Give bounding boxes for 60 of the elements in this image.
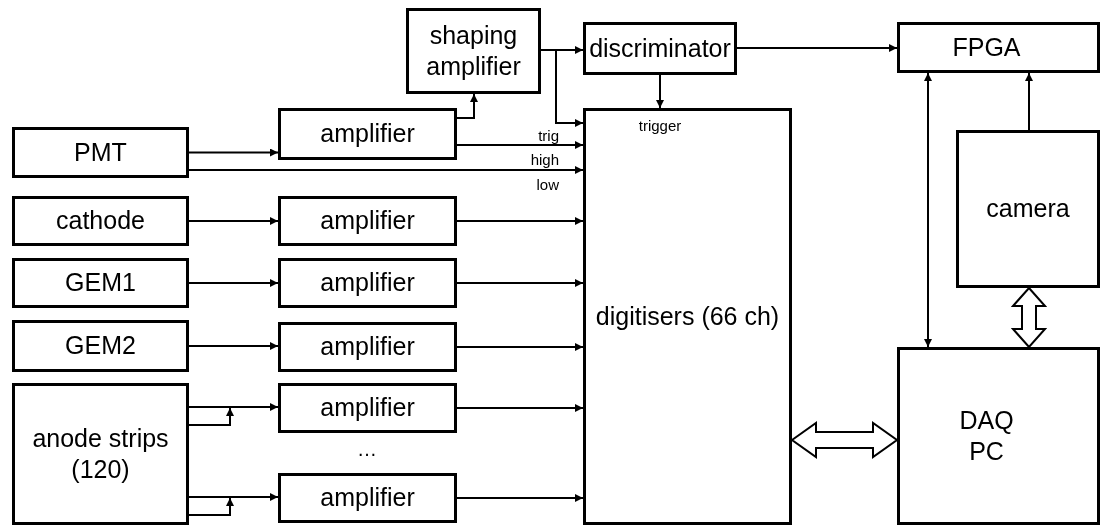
block-label: amplifier bbox=[320, 118, 415, 150]
arrow bbox=[1025, 72, 1033, 131]
arrow bbox=[188, 342, 279, 350]
block-label: shaping amplifier bbox=[425, 19, 522, 82]
arrow bbox=[188, 493, 279, 501]
block bbox=[278, 258, 457, 308]
block bbox=[12, 383, 189, 525]
block-label: digitisers (66 ch) bbox=[595, 300, 780, 332]
arrow bbox=[456, 494, 584, 502]
block bbox=[583, 108, 792, 525]
block-label: camera bbox=[986, 193, 1070, 225]
block bbox=[897, 22, 1100, 73]
block-label: amplifier bbox=[320, 331, 415, 363]
block bbox=[12, 320, 189, 372]
arrow bbox=[924, 72, 932, 348]
arrow bbox=[188, 403, 279, 411]
block bbox=[956, 130, 1100, 288]
block-label: amplifier bbox=[320, 392, 415, 424]
block-label: FPGA bbox=[952, 31, 1021, 63]
block bbox=[897, 347, 1100, 525]
block bbox=[278, 196, 457, 246]
block bbox=[406, 8, 541, 94]
edge-label: low bbox=[535, 177, 560, 192]
block bbox=[278, 383, 457, 433]
block-label: anode strips (120) bbox=[31, 422, 170, 485]
ellipsis-text: … bbox=[357, 438, 377, 461]
block bbox=[278, 473, 457, 523]
block-label: PMT bbox=[74, 136, 127, 168]
block-label: GEM1 bbox=[65, 267, 136, 299]
arrow bbox=[456, 93, 478, 119]
double-arrow bbox=[790, 421, 899, 459]
block bbox=[12, 196, 189, 246]
block-label: amplifier bbox=[320, 267, 415, 299]
arrow bbox=[188, 166, 584, 174]
block-label: GEM2 bbox=[65, 330, 136, 362]
block-label: discriminator bbox=[589, 32, 731, 64]
arrow bbox=[188, 217, 279, 225]
edge-label: trigger bbox=[637, 118, 683, 133]
arrow bbox=[656, 74, 664, 109]
arrow bbox=[456, 343, 584, 351]
arrow bbox=[736, 44, 898, 52]
block bbox=[583, 22, 737, 75]
block-label: amplifier bbox=[320, 482, 415, 514]
edge-label: trig bbox=[537, 128, 560, 143]
arrow bbox=[540, 49, 584, 127]
block-label: DAQ PC bbox=[958, 404, 1015, 467]
block bbox=[12, 127, 189, 178]
block bbox=[278, 322, 457, 372]
block-label: cathode bbox=[56, 205, 145, 237]
edge-label: high bbox=[529, 152, 560, 167]
arrow bbox=[188, 279, 279, 287]
double-arrow bbox=[1010, 286, 1048, 349]
arrow bbox=[456, 404, 584, 412]
block-label: amplifier bbox=[320, 205, 415, 237]
block bbox=[278, 108, 457, 160]
arrow bbox=[456, 141, 584, 149]
arrow bbox=[456, 279, 584, 287]
arrow bbox=[456, 217, 584, 225]
block bbox=[12, 258, 189, 308]
arrow bbox=[188, 148, 279, 157]
